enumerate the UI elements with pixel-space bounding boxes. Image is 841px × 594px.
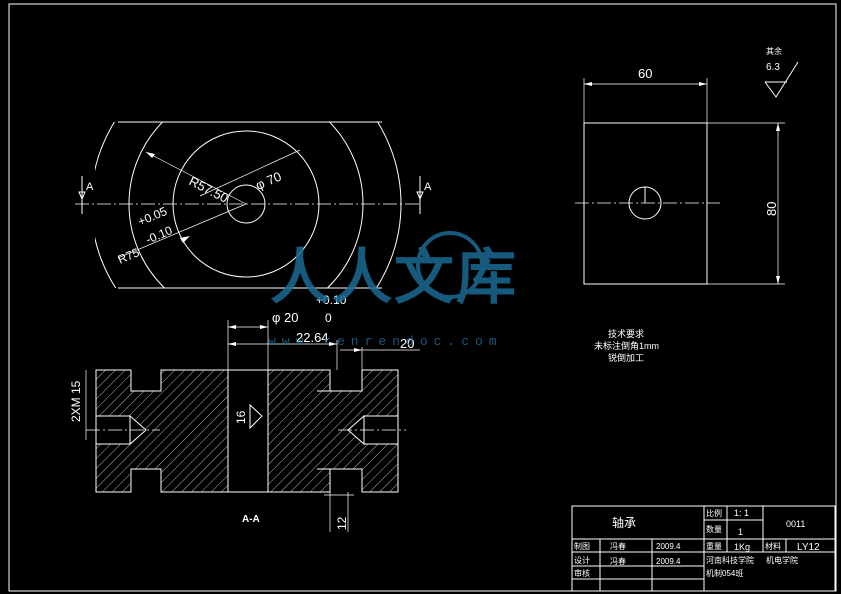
school-name: 河南科技学院 bbox=[706, 555, 754, 565]
watermark-url: www.renrendoc.com bbox=[268, 334, 503, 349]
drawing-no: 0011 bbox=[786, 519, 805, 529]
watermark: 人人文库 www.renrendoc.com bbox=[268, 231, 518, 349]
tech-notes: 技术要求 未标注倒角1mm 锐倒加工 bbox=[594, 328, 659, 363]
weight-value: 1Kg bbox=[734, 542, 750, 552]
design-label: 设计 bbox=[574, 555, 590, 565]
width-label: 22.64 bbox=[296, 330, 329, 345]
tech-notes-title: 技术要求 bbox=[608, 328, 644, 339]
roughness-label: 其余 bbox=[766, 46, 782, 56]
draw-name: 冯春 bbox=[610, 541, 626, 551]
tech-note-2: 锐倒加工 bbox=[608, 352, 644, 363]
thread-label: 2XM 15 bbox=[69, 380, 83, 422]
dia-label: φ 20 bbox=[272, 310, 299, 325]
college-name: 机电学院 bbox=[766, 555, 798, 565]
roughness-value: 6.3 bbox=[766, 62, 780, 73]
qty-value: 1 bbox=[738, 527, 743, 537]
roughness-symbol: 其余 6.3 bbox=[764, 46, 799, 98]
design-date: 2009.4 bbox=[656, 557, 681, 566]
side-view: 60 80 bbox=[575, 66, 785, 285]
material-label: 材料 bbox=[765, 541, 781, 551]
section-title: A-A bbox=[242, 514, 260, 525]
bottom-label: 12 bbox=[335, 516, 349, 530]
section-view: 16 +0.10 φ 20 0 22.64 20 2XM 15 12 A-A bbox=[69, 293, 420, 532]
check-label: 审核 bbox=[574, 568, 590, 578]
section-mark-left: A bbox=[86, 181, 94, 193]
side-width-label: 60 bbox=[638, 66, 652, 81]
part-name: 轴承 bbox=[612, 515, 636, 530]
side-outline bbox=[583, 122, 708, 285]
class-name: 机制054班 bbox=[706, 568, 743, 578]
qty-label: 数量 bbox=[706, 524, 722, 534]
right-label: 20 bbox=[400, 336, 414, 351]
material-value: LY12 bbox=[797, 542, 820, 553]
title-block: 轴承 比例 1: 1 数量 1 0011 重量 1Kg 材料 LY12 制图 冯… bbox=[571, 505, 836, 592]
inner-label: 16 bbox=[234, 410, 248, 424]
scale-value: 1: 1 bbox=[734, 508, 749, 518]
radius-label: R57.50 bbox=[187, 173, 231, 205]
section-mark-right: A bbox=[424, 181, 432, 193]
watermark-text: 人人文库 bbox=[270, 243, 518, 313]
design-name: 冯春 bbox=[610, 556, 626, 566]
tech-note-1: 未标注倒角1mm bbox=[594, 340, 659, 351]
weight-label: 重量 bbox=[706, 541, 722, 551]
tol-lower-label: 0 bbox=[325, 311, 332, 325]
diameter-label: φ 70 bbox=[253, 169, 283, 193]
watermark-logo-circle bbox=[416, 231, 484, 299]
draw-label: 制图 bbox=[574, 541, 590, 551]
side-height-label: 80 bbox=[764, 202, 779, 216]
tolerance-lower: -0.10 bbox=[144, 223, 175, 247]
draw-date: 2009.4 bbox=[656, 542, 681, 551]
drawing-frame bbox=[8, 3, 837, 592]
tol-upper-label: +0.10 bbox=[316, 293, 347, 307]
scale-label: 比例 bbox=[706, 508, 722, 518]
